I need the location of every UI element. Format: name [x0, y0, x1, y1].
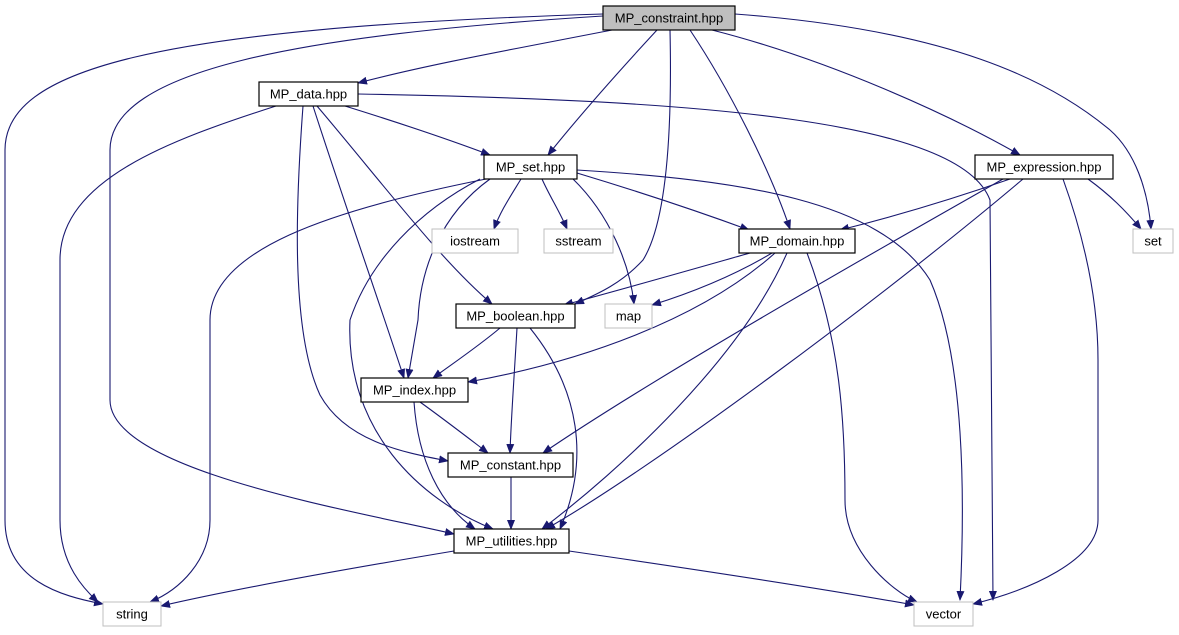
edge-data-to-set_hpp	[344, 105, 491, 156]
edge-set_hpp-to-sstream	[541, 178, 568, 230]
edge-boolean-to-utilities	[529, 327, 578, 530]
node-box	[360, 377, 469, 403]
edge-data-to-boolean	[316, 105, 493, 305]
edge-domain-to-map	[651, 252, 773, 307]
edge-constraint-to-utilities	[109, 15, 604, 536]
node-box	[738, 228, 856, 254]
node-label: set	[1144, 234, 1162, 249]
node-label: MP_utilities.hpp	[466, 534, 558, 549]
edge-set_hpp-to-domain	[576, 172, 750, 231]
node-set-hpp[interactable]: MP_set.hpp	[483, 154, 578, 180]
edge-constraint-to-string	[4, 13, 604, 607]
node-set: set	[1132, 228, 1174, 254]
node-constraint[interactable]: MP_constraint.hpp	[602, 5, 736, 31]
node-expression[interactable]: MP_expression.hpp	[974, 154, 1114, 180]
edge-expression-to-domain	[839, 178, 1011, 232]
edge-data-to-vector	[357, 93, 997, 601]
edge-constraint-to-set	[734, 13, 1155, 230]
edge-expression-to-constant	[542, 178, 1004, 454]
edge-domain-to-index	[467, 252, 776, 385]
edge-boolean-to-index	[432, 327, 501, 379]
node-constant[interactable]: MP_constant.hpp	[447, 452, 574, 478]
edge-expression-to-set	[1087, 178, 1142, 230]
node-label: MP_index.hpp	[373, 383, 456, 398]
edge-set_hpp-to-iostream	[493, 178, 522, 230]
edge-domain-to-vector	[806, 252, 918, 603]
node-box	[258, 81, 359, 107]
edge-data-to-string	[59, 105, 277, 603]
node-box	[102, 601, 162, 627]
node-label: vector	[926, 607, 962, 622]
node-box	[1132, 228, 1174, 254]
node-label: MP_set.hpp	[496, 160, 565, 175]
node-utilities[interactable]: MP_utilities.hpp	[453, 528, 570, 554]
node-vector: vector	[913, 601, 974, 627]
edge-domain-to-boolean	[563, 252, 751, 307]
node-box	[447, 452, 574, 478]
node-domain[interactable]: MP_domain.hpp	[738, 228, 856, 254]
edge-set_hpp-to-map	[572, 178, 638, 305]
node-sstream: sstream	[543, 228, 614, 254]
edge-constraint-to-domain	[689, 29, 791, 230]
edge-constraint-to-boolean	[574, 29, 671, 305]
node-label: MP_data.hpp	[270, 87, 347, 102]
node-label: MP_domain.hpp	[750, 234, 845, 249]
node-box	[453, 528, 570, 554]
node-box	[431, 228, 519, 254]
edge-set_hpp-to-vector	[576, 169, 965, 601]
node-box	[913, 601, 974, 627]
edge-set_hpp-to-string	[149, 178, 487, 603]
node-box	[604, 303, 653, 329]
edge-index-to-constant	[419, 401, 489, 454]
node-index[interactable]: MP_index.hpp	[360, 377, 469, 403]
node-label: MP_constraint.hpp	[615, 11, 723, 26]
edge-index-to-utilities	[413, 401, 476, 530]
node-label: MP_constant.hpp	[460, 458, 561, 473]
node-box	[602, 5, 736, 31]
node-label: iostream	[450, 234, 500, 249]
node-box	[483, 154, 578, 180]
edge-data-to-index	[312, 105, 405, 379]
edge-expression-to-vector	[972, 178, 1099, 606]
node-string: string	[102, 601, 162, 627]
edge-domain-to-utilities	[541, 252, 788, 530]
edge-constraint-to-data	[357, 29, 613, 85]
node-box	[455, 303, 576, 329]
node-boolean[interactable]: MP_boolean.hpp	[455, 303, 576, 329]
node-label: MP_expression.hpp	[987, 160, 1102, 175]
edge-constraint-to-set_hpp	[547, 29, 658, 156]
node-label: sstream	[555, 234, 601, 249]
edge-utilities-to-vector	[568, 550, 915, 608]
edge-set_hpp-to-index	[405, 178, 491, 379]
node-box	[974, 154, 1114, 180]
edge-expression-to-utilities	[545, 178, 1024, 530]
node-box	[543, 228, 614, 254]
node-map: map	[604, 303, 653, 329]
edges	[4, 13, 1155, 608]
node-label: map	[616, 309, 641, 324]
edge-boolean-to-constant	[506, 327, 518, 454]
edge-data-to-constant	[296, 105, 449, 464]
edge-constraint-to-expression	[711, 29, 1021, 156]
edge-set_hpp-to-utilities	[349, 178, 494, 530]
node-label: string	[116, 607, 148, 622]
node-iostream: iostream	[431, 228, 519, 254]
node-data[interactable]: MP_data.hpp	[258, 81, 359, 107]
node-label: MP_boolean.hpp	[466, 309, 564, 324]
edge-utilities-to-string	[160, 550, 455, 608]
